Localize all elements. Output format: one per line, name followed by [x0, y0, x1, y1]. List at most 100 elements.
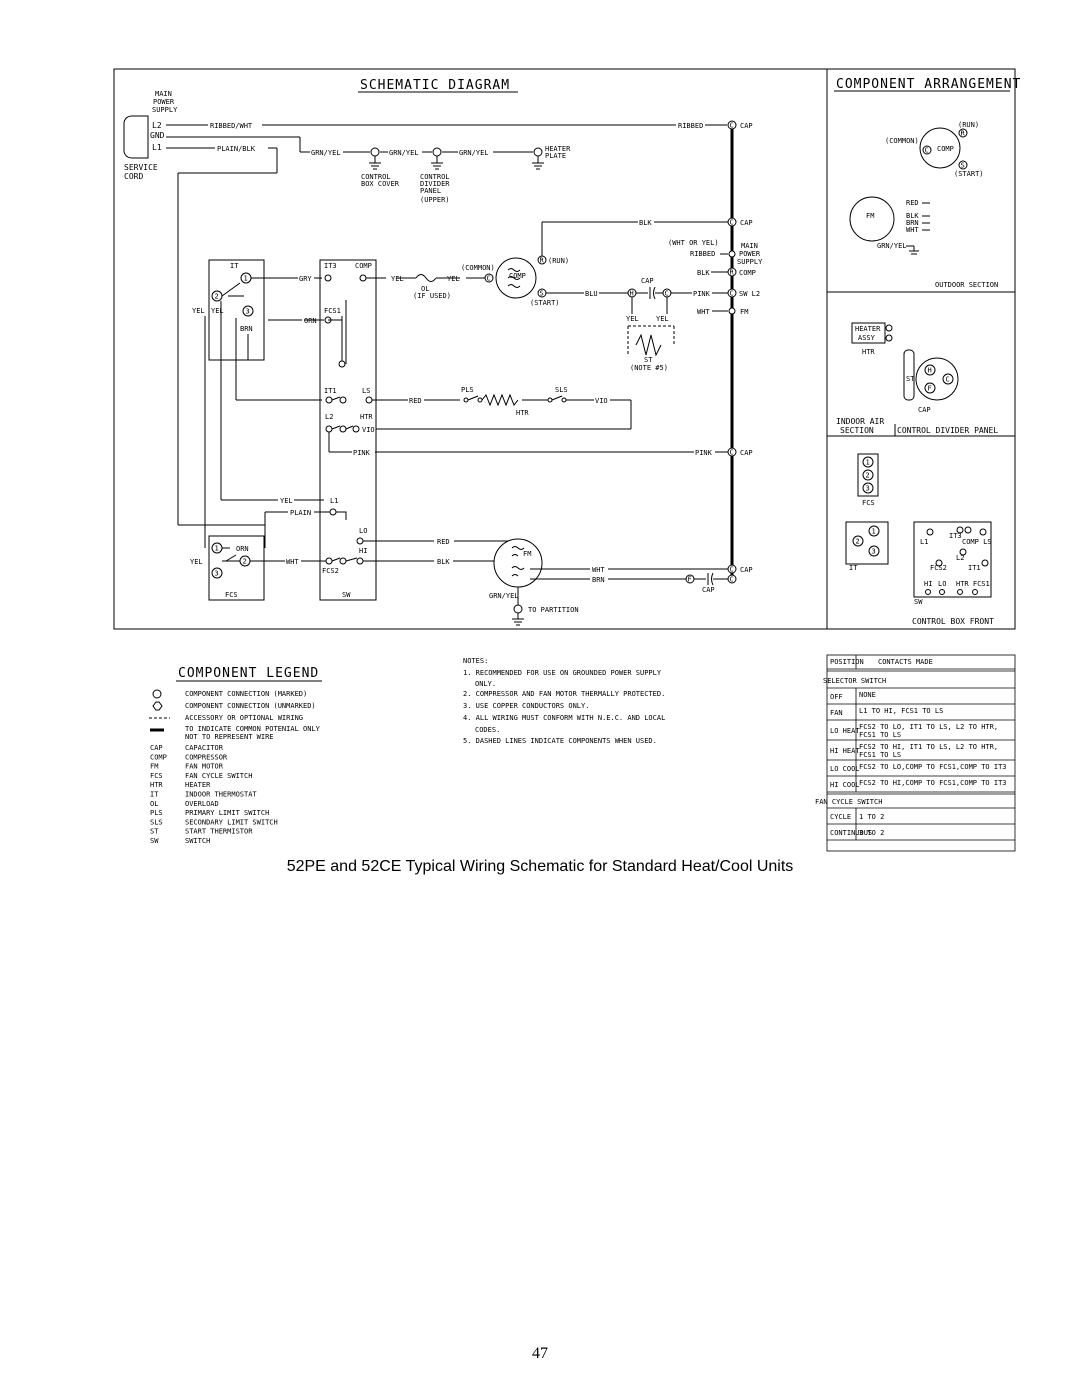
table-contacts: NONE [859, 691, 876, 699]
svg-text:WHT: WHT [697, 308, 710, 316]
svg-text:C: C [487, 275, 491, 283]
svg-text:RIBBED: RIBBED [678, 122, 703, 130]
svg-text:L2: L2 [956, 554, 964, 562]
legend-desc: FAN MOTOR [185, 763, 224, 771]
svg-text:SUPPLY: SUPPLY [152, 106, 178, 114]
note-line: 4. ALL WIRING MUST CONFORM WITH N.E.C. A… [463, 714, 665, 722]
svg-text:COMP: COMP [739, 269, 756, 277]
svg-text:FCS2: FCS2 [322, 567, 339, 575]
fan-cycle-switch-box [208, 535, 265, 601]
svg-text:(COMMON): (COMMON) [461, 264, 495, 272]
svg-text:FM: FM [740, 308, 748, 316]
legend-desc: SWITCH [185, 837, 210, 845]
svg-text:ST: ST [644, 356, 653, 364]
svg-text:COMP LS: COMP LS [962, 538, 992, 546]
table-contacts: L1 TO HI, FCS1 TO LS [859, 707, 943, 715]
note-line: CODES. [475, 726, 500, 734]
legend-code: FCS [150, 772, 163, 780]
table-section: FAN CYCLE SWITCH [815, 798, 882, 806]
svg-text:C: C [925, 147, 929, 155]
svg-text:3: 3 [866, 485, 870, 493]
table-position: FAN [830, 709, 843, 717]
svg-text:(NOTE #5): (NOTE #5) [630, 364, 668, 372]
svg-text:DIVIDER: DIVIDER [420, 180, 450, 188]
svg-text:CAP: CAP [702, 586, 715, 594]
svg-text:LO: LO [359, 527, 367, 535]
legend-desc: FAN CYCLE SWITCH [185, 772, 252, 780]
svg-text:MAIN: MAIN [741, 242, 758, 250]
svg-text:COMP: COMP [509, 272, 526, 280]
svg-text:TO PARTITION: TO PARTITION [528, 606, 579, 614]
svg-text:YEL: YEL [211, 307, 224, 315]
plug-icon [123, 115, 149, 159]
legend-desc: OVERLOAD [185, 800, 219, 808]
svg-text:3: 3 [872, 548, 876, 556]
svg-text:C: C [665, 290, 669, 298]
table-position: CYCLE [830, 813, 851, 821]
svg-text:FCS1: FCS1 [324, 307, 341, 315]
svg-text:(UPPER): (UPPER) [420, 196, 450, 204]
table-contacts: FCS2 TO LO, IT1 TO LS, L2 TO HTR, [859, 723, 998, 731]
table-contacts: 1 TO 2 [859, 813, 884, 821]
svg-text:YEL: YEL [626, 315, 639, 323]
svg-text:ST: ST [906, 375, 915, 383]
legend-code: FM [150, 763, 158, 771]
svg-text:COMP: COMP [355, 262, 372, 270]
arrangement-indoor: HEATER ASSY HTR ST H C F CAP INDOOR AIR … [836, 322, 998, 435]
arrangement-outdoor: COMP (COMMON) C (RUN) R S (START) FM RED… [849, 121, 998, 289]
svg-text:C: C [730, 219, 734, 227]
table-position: HI HEAT [830, 747, 860, 755]
svg-text:POWER: POWER [153, 98, 175, 106]
legend-code: PLS [150, 809, 163, 817]
svg-text:WHT: WHT [286, 558, 299, 566]
svg-text:RED: RED [437, 538, 450, 546]
svg-text:C: C [730, 122, 734, 130]
svg-text:C: C [730, 576, 734, 584]
svg-text:RIBBED/WHT: RIBBED/WHT [210, 122, 253, 130]
legend-code: CAP [150, 744, 163, 752]
legend-code: SLS [150, 818, 163, 826]
svg-text:POWER: POWER [739, 250, 761, 258]
table-position: LO COOL [830, 765, 860, 773]
svg-text:BLK: BLK [437, 558, 450, 566]
svg-text:CAP: CAP [740, 449, 753, 457]
svg-text:PINK: PINK [353, 449, 371, 457]
table-contacts: FCS2 TO HI, IT1 TO LS, L2 TO HTR, [859, 743, 998, 751]
svg-text:IT3: IT3 [324, 262, 337, 270]
svg-text:HEATER: HEATER [545, 145, 571, 153]
svg-text:GRN/YEL: GRN/YEL [489, 592, 519, 600]
svg-text:NOT TO REPRESENT WIRE: NOT TO REPRESENT WIRE [185, 733, 274, 741]
svg-text:WHT: WHT [906, 226, 919, 234]
svg-text:IT1: IT1 [324, 387, 337, 395]
svg-text:PLATE: PLATE [545, 152, 566, 160]
legend-desc: PRIMARY LIMIT SWITCH [185, 809, 269, 817]
legend-desc: COMPRESSOR [185, 753, 228, 761]
table-position: HI COOL [830, 781, 860, 789]
table-position: CONTINUOUS [830, 829, 872, 837]
svg-text:YEL: YEL [656, 315, 669, 323]
arrangement-control-box: 1 2 3 FCS 1 2 3 IT IT3 L1 COMP LS L2 FCS… [845, 453, 994, 626]
svg-text:(WHT OR YEL): (WHT OR YEL) [668, 239, 719, 247]
svg-text:COMP: COMP [937, 145, 954, 153]
svg-text:BRN: BRN [592, 576, 605, 584]
svg-text:OUTDOOR SECTION: OUTDOOR SECTION [935, 281, 998, 289]
svg-text:HTR: HTR [516, 409, 529, 417]
note-line: ONLY. [475, 680, 496, 688]
svg-text:(RUN): (RUN) [548, 257, 569, 265]
selector-switch-box [319, 259, 377, 601]
legend-code: ST [150, 828, 159, 836]
svg-text:LO: LO [938, 580, 946, 588]
svg-text:BRN: BRN [240, 325, 253, 333]
svg-text:BLK: BLK [906, 212, 919, 220]
svg-text:IT3: IT3 [949, 532, 962, 540]
svg-text:GRN/YEL: GRN/YEL [877, 242, 907, 250]
svg-text:CORD: CORD [124, 172, 143, 181]
svg-text:L1: L1 [152, 143, 162, 152]
svg-text:3: 3 [246, 308, 250, 316]
svg-text:2: 2 [866, 472, 870, 480]
svg-text:(RUN): (RUN) [958, 121, 979, 129]
notes-title: NOTES: [463, 657, 488, 665]
svg-text:GRN/YEL: GRN/YEL [389, 149, 419, 157]
